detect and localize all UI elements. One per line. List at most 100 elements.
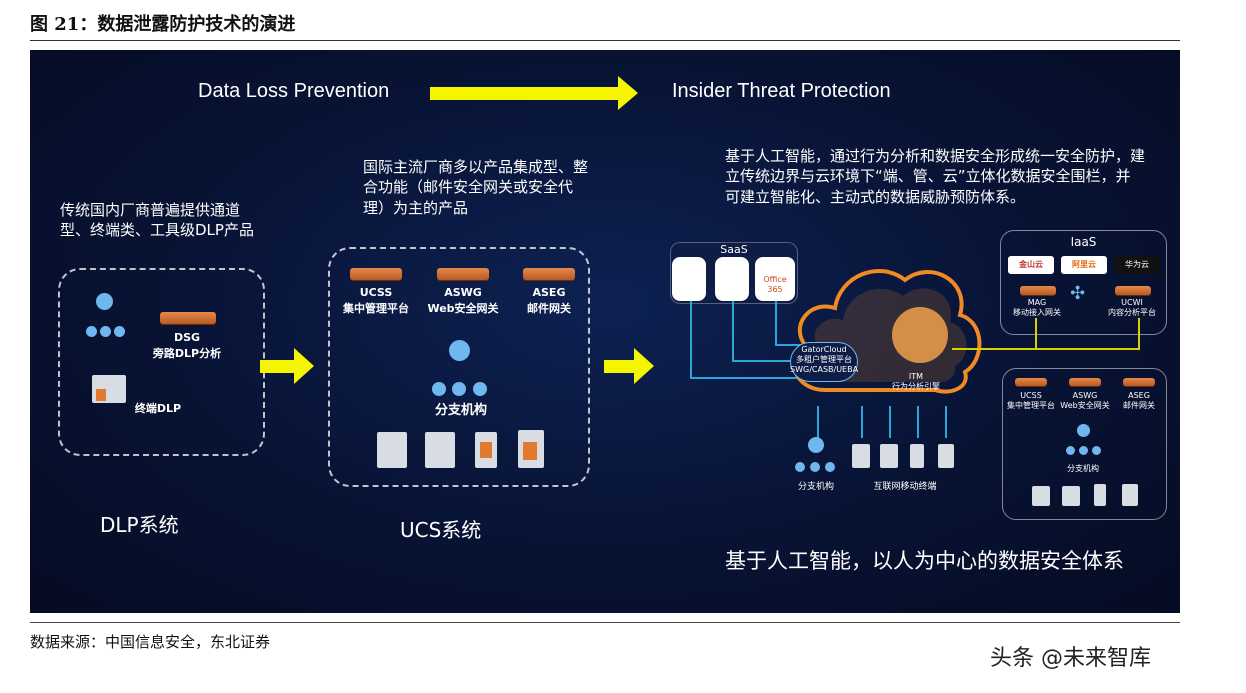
desktop-icon (425, 432, 455, 468)
branch-node-dot (473, 382, 487, 396)
mag-appliance-icon (1020, 286, 1056, 295)
connector-line (861, 406, 863, 438)
itm-title: ITM (908, 372, 924, 381)
connector-line (690, 377, 805, 379)
device-icon (1032, 486, 1050, 506)
branch-node-icon (1077, 424, 1090, 437)
org-node-dot (100, 326, 111, 337)
dlp-box (58, 268, 265, 456)
branch-node-dot (1092, 446, 1101, 455)
gatorcloud-sub1: 多租户管理平台 (796, 355, 852, 364)
connector-line (817, 406, 819, 438)
ucs-item-title: ASEG (532, 286, 566, 299)
phone-screen (480, 442, 492, 458)
title-divider (30, 40, 1180, 41)
itm-subtitle: 行为分析引擎 (892, 382, 940, 391)
connector-line (889, 406, 891, 438)
branch-node-dot (432, 382, 446, 396)
ucs-item-title: ASWG (444, 286, 482, 299)
source-note: 数据来源：中国信息安全，东北证券 (30, 633, 271, 651)
dsg-title: DSG (173, 331, 201, 344)
dsg-subtitle: 旁路DLP分析 (152, 347, 222, 360)
branch-node-dot (452, 382, 466, 396)
org-node-dot (86, 326, 97, 337)
terminal-icon (880, 444, 898, 468)
branch-node-dot (795, 462, 805, 472)
ucs-item-subtitle: 集中管理平台 (343, 302, 409, 315)
endpoint-dlp-label: 终端DLP (134, 402, 182, 415)
device-icon (1062, 486, 1080, 506)
watermark: 头条 @未来智库 (990, 646, 1151, 671)
ucs-box (328, 247, 590, 487)
branch-node-icon (449, 340, 470, 361)
gatorcloud-title: GatorCloud (801, 345, 847, 354)
ucs-item-title: UCSS (359, 286, 393, 299)
arrow-dlp-ucs-head (294, 348, 314, 384)
yellow-connector (1138, 318, 1140, 350)
right-item-subtitle: 集中管理平台 (1007, 401, 1055, 410)
arrow-ucs-itp-head (634, 348, 654, 384)
branch-node-dot (1079, 446, 1088, 455)
cloud-provider-label: 阿里云 (1072, 260, 1096, 269)
saas-label: SaaS (720, 243, 748, 256)
ucs-item-subtitle: 邮件网关 (527, 302, 571, 315)
office-app-tile (755, 257, 795, 301)
connector-line (732, 301, 734, 361)
connector-line (945, 406, 947, 438)
yellow-connector (1035, 318, 1037, 350)
ucs-branch-label: 分支机构 (434, 403, 487, 418)
ucs-system-label: UCS系统 (400, 518, 482, 542)
itp-footer-caption: 基于人工智能，以人为中心的数据安全体系 (725, 549, 1124, 573)
cloud-provider-label: 金山云 (1019, 260, 1043, 269)
right-branch-box (1002, 368, 1167, 520)
mag-title: MAG (1027, 298, 1047, 307)
branch-node-dot (825, 462, 835, 472)
ucwi-title: UCWI (1121, 298, 1143, 307)
branch-node-dot (1066, 446, 1075, 455)
saas-app-tile (672, 257, 706, 301)
top-arrow-body (430, 87, 620, 100)
connector-line (775, 344, 815, 346)
source-divider (30, 622, 1180, 623)
terminal-icon (852, 444, 870, 468)
connector-line (775, 301, 777, 345)
device-icon (1094, 484, 1106, 506)
connector-line (917, 406, 919, 438)
diagram-panel: Data Loss Prevention Insider Threat Prot… (30, 50, 1180, 613)
branch-node-dot (810, 462, 820, 472)
terminals-label: 互联网移动终端 (873, 482, 937, 492)
right-item-title: UCSS (1020, 391, 1042, 400)
cloud-provider-tile (1114, 256, 1160, 274)
appliance-icon (1015, 378, 1047, 386)
connector-line (732, 360, 807, 362)
arrow-ucs-itp-body (604, 360, 636, 373)
branch-node-icon (808, 437, 824, 453)
arrow-dlp-ucs-body (260, 360, 296, 373)
ucwi-appliance-icon (1115, 286, 1151, 295)
cloud-provider-tile (1008, 256, 1054, 274)
office-label: Office 365 (763, 275, 787, 294)
header-itp: Insider Threat Protection (672, 80, 891, 102)
figure-title: 图 21：数据泄露防护技术的演进 (30, 14, 296, 35)
itp-description: 基于人工智能，通过行为分析和数据安全形成统一安全防护，建立传统边界与云环境下“端… (725, 147, 1146, 206)
gatorcloud-node (790, 342, 858, 382)
top-arrow-head (618, 76, 638, 110)
aswg-appliance-icon (437, 268, 489, 280)
terminal-icon (938, 444, 954, 468)
aseg-appliance-icon (523, 268, 575, 280)
iaas-box (1000, 230, 1167, 335)
header-dlp: Data Loss Prevention (198, 80, 390, 102)
gatorcloud-sub2: SWG/CASB/UEBA (790, 365, 859, 374)
connector-line (690, 301, 692, 379)
saas-app-tile (715, 257, 749, 301)
right-item-title: ASEG (1128, 391, 1150, 400)
right-item-title: ASWG (1072, 391, 1098, 400)
right-item-subtitle: 邮件网关 (1123, 401, 1155, 410)
ucs-description: 国际主流厂商多以产品集成型、整合功能（邮件安全网关或安全代理）为主的产品 (363, 158, 589, 217)
ucwi-subtitle: 内容分析平台 (1108, 308, 1156, 317)
dlp-system-label: DLP系统 (100, 513, 179, 537)
connect-icon: ✣ (1070, 283, 1086, 304)
cloud-provider-tile (1061, 256, 1107, 274)
branch-left-label: 分支机构 (797, 482, 834, 492)
right-branch-label: 分支机构 (1067, 464, 1099, 473)
